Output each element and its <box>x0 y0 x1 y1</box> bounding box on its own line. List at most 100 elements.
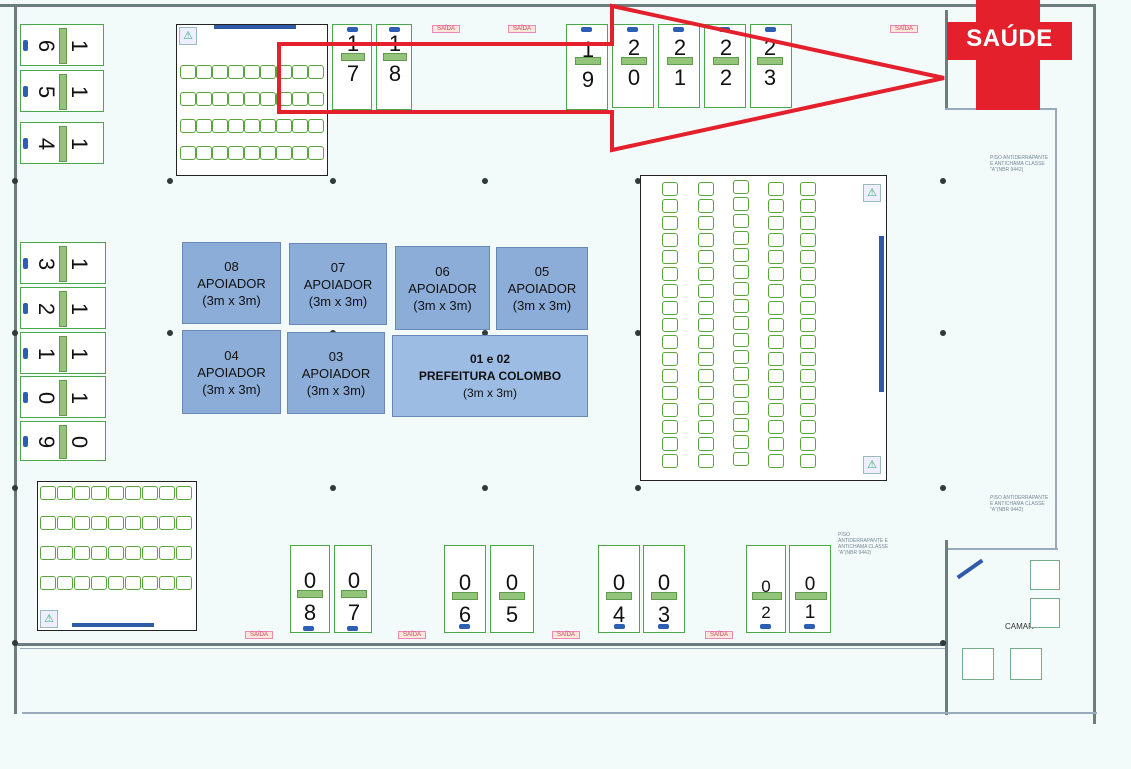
seat[interactable] <box>800 437 816 451</box>
seat[interactable] <box>276 65 292 79</box>
seat[interactable] <box>768 386 784 400</box>
seat[interactable] <box>308 65 324 79</box>
seat[interactable] <box>228 92 244 106</box>
seat[interactable] <box>196 119 212 133</box>
seat[interactable] <box>662 301 678 315</box>
seat[interactable] <box>698 403 714 417</box>
seat[interactable] <box>800 301 816 315</box>
seat[interactable] <box>698 420 714 434</box>
stall-16[interactable]: 6 1 <box>20 24 104 66</box>
seat[interactable] <box>662 352 678 366</box>
seat[interactable] <box>768 284 784 298</box>
seat[interactable] <box>800 182 816 196</box>
seat[interactable] <box>768 437 784 451</box>
stall-14[interactable]: 4 1 <box>20 122 104 164</box>
booth-05[interactable]: 05 APOIADOR (3m x 3m) <box>496 247 588 330</box>
stall-18[interactable]: 1 8 <box>376 24 412 110</box>
seat[interactable] <box>244 119 260 133</box>
seat[interactable] <box>800 420 816 434</box>
seat[interactable] <box>768 318 784 332</box>
seat[interactable] <box>125 516 141 530</box>
seat[interactable] <box>176 516 192 530</box>
seat[interactable] <box>662 182 678 196</box>
seat[interactable] <box>698 216 714 230</box>
seat[interactable] <box>800 216 816 230</box>
seat[interactable] <box>698 301 714 315</box>
seat[interactable] <box>212 146 228 160</box>
seat[interactable] <box>768 267 784 281</box>
seat[interactable] <box>698 182 714 196</box>
seat[interactable] <box>57 576 73 590</box>
seat[interactable] <box>662 216 678 230</box>
seat[interactable] <box>733 418 749 432</box>
seat[interactable] <box>698 233 714 247</box>
seat[interactable] <box>260 65 276 79</box>
seat[interactable] <box>800 233 816 247</box>
booth-07[interactable]: 07 APOIADOR (3m x 3m) <box>289 243 387 325</box>
stall-23[interactable]: 2 3 <box>750 24 792 108</box>
seat[interactable] <box>91 546 107 560</box>
seat[interactable] <box>800 318 816 332</box>
seat[interactable] <box>733 265 749 279</box>
stall-15[interactable]: 5 1 <box>20 70 104 112</box>
seat[interactable] <box>308 92 324 106</box>
stall-10[interactable]: 0 1 <box>20 376 106 418</box>
booth-01-02[interactable]: 01 e 02 PREFEITURA COLOMBO (3m x 3m) <box>392 335 588 417</box>
seat[interactable] <box>196 92 212 106</box>
seat[interactable] <box>308 146 324 160</box>
seat[interactable] <box>176 576 192 590</box>
seat[interactable] <box>733 452 749 466</box>
stall-12[interactable]: 2 1 <box>20 287 106 329</box>
seat[interactable] <box>733 435 749 449</box>
seat[interactable] <box>733 333 749 347</box>
seat[interactable] <box>662 199 678 213</box>
stall-03[interactable]: 0 3 <box>643 545 685 633</box>
seat[interactable] <box>159 486 175 500</box>
seat[interactable] <box>74 516 90 530</box>
booth-04[interactable]: 04 APOIADOR (3m x 3m) <box>182 330 281 414</box>
seat[interactable] <box>244 65 260 79</box>
seat[interactable] <box>57 546 73 560</box>
seat[interactable] <box>662 369 678 383</box>
seat[interactable] <box>662 318 678 332</box>
seat[interactable] <box>260 92 276 106</box>
seat[interactable] <box>292 146 308 160</box>
seat[interactable] <box>260 146 276 160</box>
seat[interactable] <box>662 284 678 298</box>
health-station-sign[interactable]: SAÚDE <box>947 0 1072 110</box>
seat[interactable] <box>292 65 308 79</box>
seat[interactable] <box>800 199 816 213</box>
stall-05[interactable]: 0 5 <box>490 545 534 633</box>
seat[interactable] <box>212 65 228 79</box>
seat[interactable] <box>176 486 192 500</box>
seat[interactable] <box>733 248 749 262</box>
seat[interactable] <box>142 546 158 560</box>
seat[interactable] <box>733 197 749 211</box>
seat[interactable] <box>276 146 292 160</box>
seat[interactable] <box>800 335 816 349</box>
seat[interactable] <box>662 454 678 468</box>
booth-06[interactable]: 06 APOIADOR (3m x 3m) <box>395 246 490 330</box>
stall-13[interactable]: 3 1 <box>20 242 106 284</box>
seat[interactable] <box>108 486 124 500</box>
seat[interactable] <box>698 352 714 366</box>
seat[interactable] <box>768 199 784 213</box>
seat[interactable] <box>698 335 714 349</box>
seat[interactable] <box>800 369 816 383</box>
stall-17[interactable]: 1 7 <box>332 24 372 110</box>
seat[interactable] <box>180 65 196 79</box>
seat[interactable] <box>244 92 260 106</box>
stall-20[interactable]: 2 0 <box>612 24 654 108</box>
seat[interactable] <box>292 92 308 106</box>
seat[interactable] <box>276 119 292 133</box>
seat[interactable] <box>768 420 784 434</box>
booth-03[interactable]: 03 APOIADOR (3m x 3m) <box>287 332 385 414</box>
seat[interactable] <box>698 199 714 213</box>
stall-06[interactable]: 0 6 <box>444 545 486 633</box>
seat[interactable] <box>733 282 749 296</box>
seat[interactable] <box>142 576 158 590</box>
seat[interactable] <box>40 486 56 500</box>
seat[interactable] <box>212 92 228 106</box>
seat[interactable] <box>40 576 56 590</box>
seat[interactable] <box>142 516 158 530</box>
